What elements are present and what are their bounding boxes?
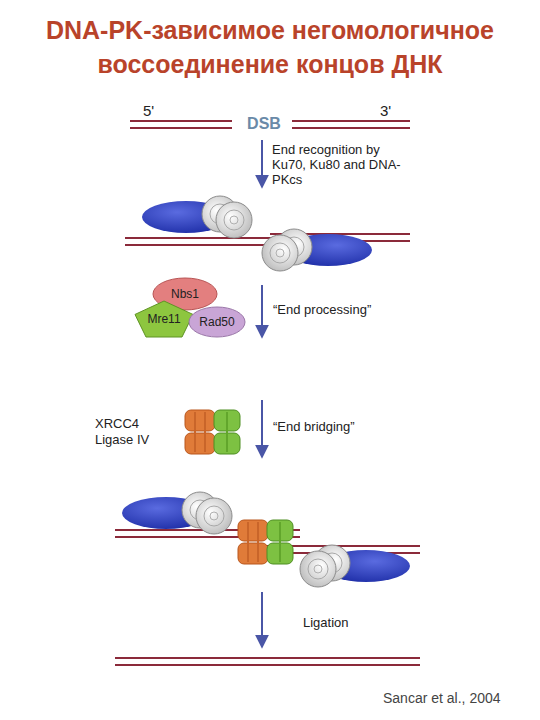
break-label: DSB — [238, 115, 290, 133]
protein-name: Ligase IV — [95, 433, 149, 448]
step-arrow — [261, 592, 263, 646]
dna-strand — [292, 120, 410, 122]
step-name: “End processing” — [273, 303, 371, 318]
step-arrow — [261, 140, 263, 186]
dna-strand — [292, 127, 410, 129]
protein-name: Rad50 — [199, 315, 234, 329]
end-polarity: 5' — [143, 102, 154, 119]
protein-name: XRCC4 — [95, 417, 139, 432]
protein-name: Mre11 — [147, 312, 180, 326]
protein-name: Nbs1 — [171, 287, 199, 301]
end-polarity: 3' — [380, 102, 391, 119]
dna-strand — [115, 664, 420, 666]
node-shape — [135, 301, 193, 337]
dna-strand — [125, 237, 272, 239]
dna-strand — [115, 657, 420, 659]
step-arrows — [261, 140, 263, 646]
dna-strand — [125, 244, 272, 246]
step-name: “End bridging” — [273, 420, 355, 435]
protein-ellipse: Rad50 — [188, 306, 246, 338]
dna-strand — [130, 127, 232, 129]
step-name: Ligation — [303, 616, 349, 631]
protein-pentagon: Mre11 — [134, 300, 194, 338]
node-shape — [189, 307, 245, 337]
dna-strand — [130, 120, 232, 122]
step-description: End recognition by Ku70, Ku80 and DNA-PK… — [272, 143, 404, 188]
dna-duplex — [115, 658, 420, 665]
step-arrow — [261, 285, 263, 336]
citation: Sancar et al., 2004 — [383, 690, 501, 706]
slide-title: DNA-PK-зависимое негомологичное воссоеди… — [10, 14, 530, 82]
step-arrow — [261, 400, 263, 456]
